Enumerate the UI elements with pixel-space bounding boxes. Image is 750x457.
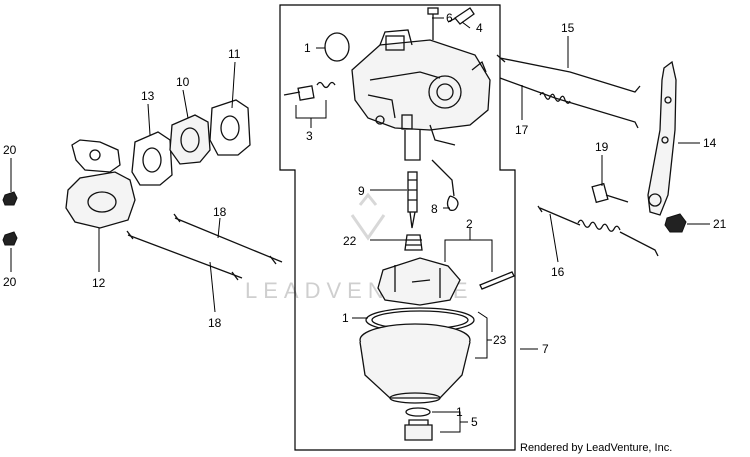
drain-washer (405, 407, 431, 417)
rod-17 (499, 77, 639, 129)
callout-8: 8 (431, 202, 438, 216)
float (377, 257, 461, 306)
leader-lines (10, 17, 710, 433)
callout-19: 19 (595, 140, 609, 154)
callout-20-bottom: 20 (3, 275, 17, 289)
insulator-12 (65, 139, 136, 229)
callout-2: 2 (466, 217, 473, 231)
callout-7: 7 (542, 342, 549, 356)
callout-3: 3 (306, 129, 313, 143)
callout-10: 10 (176, 75, 190, 89)
carburetor-body (351, 29, 491, 161)
screw-6 (427, 7, 439, 40)
valve-4 (447, 7, 475, 25)
callouts: 1 6 4 3 9 8 22 2 1 23 7 1 5 11 10 13 12 … (3, 11, 727, 429)
nut-20-bottom (2, 231, 18, 246)
callout-1-gasket: 1 (342, 311, 349, 325)
callout-21: 21 (713, 217, 727, 231)
spring-16 (537, 205, 659, 257)
o-ring-top (324, 32, 350, 62)
screw-spring-3 (283, 81, 336, 101)
rod-15 (499, 57, 641, 93)
callout-5: 5 (471, 415, 478, 429)
callout-18-top: 18 (213, 205, 227, 219)
jet-22 (404, 234, 423, 251)
gasket-13 (131, 131, 173, 186)
callout-14: 14 (703, 136, 717, 150)
stud-18-bottom (126, 230, 243, 281)
gasket-11 (209, 99, 251, 156)
callout-4: 4 (476, 21, 483, 35)
callout-20-top: 20 (3, 143, 17, 157)
callout-18-bottom: 18 (208, 316, 222, 330)
spacer-10 (169, 114, 211, 165)
float-bowl-23 (359, 323, 471, 404)
clip-8 (446, 195, 459, 212)
screw-19 (591, 182, 629, 204)
callout-11: 11 (228, 47, 241, 61)
callout-6: 6 (446, 11, 453, 25)
callout-1-oring: 1 (304, 41, 311, 55)
nut-20-top (2, 191, 18, 206)
drain-bolt-5 (404, 419, 433, 441)
callout-22: 22 (343, 234, 357, 248)
callout-13: 13 (141, 89, 155, 103)
callout-23: 23 (493, 333, 507, 347)
assembly-frame (279, 4, 516, 451)
credit-text: Rendered by LeadVenture, Inc. (520, 442, 673, 454)
arm-14 (647, 60, 677, 216)
callout-15: 15 (561, 21, 575, 35)
callout-1-washer: 1 (456, 405, 463, 419)
callout-9: 9 (358, 184, 365, 198)
callout-12: 12 (92, 276, 106, 290)
nut-21 (664, 213, 687, 233)
callout-16: 16 (551, 265, 565, 279)
callout-17: 17 (515, 123, 529, 137)
needle-9 (407, 171, 418, 229)
stud-18-top (173, 213, 283, 265)
float-pin-2 (479, 271, 515, 290)
spring-17 (539, 92, 571, 104)
